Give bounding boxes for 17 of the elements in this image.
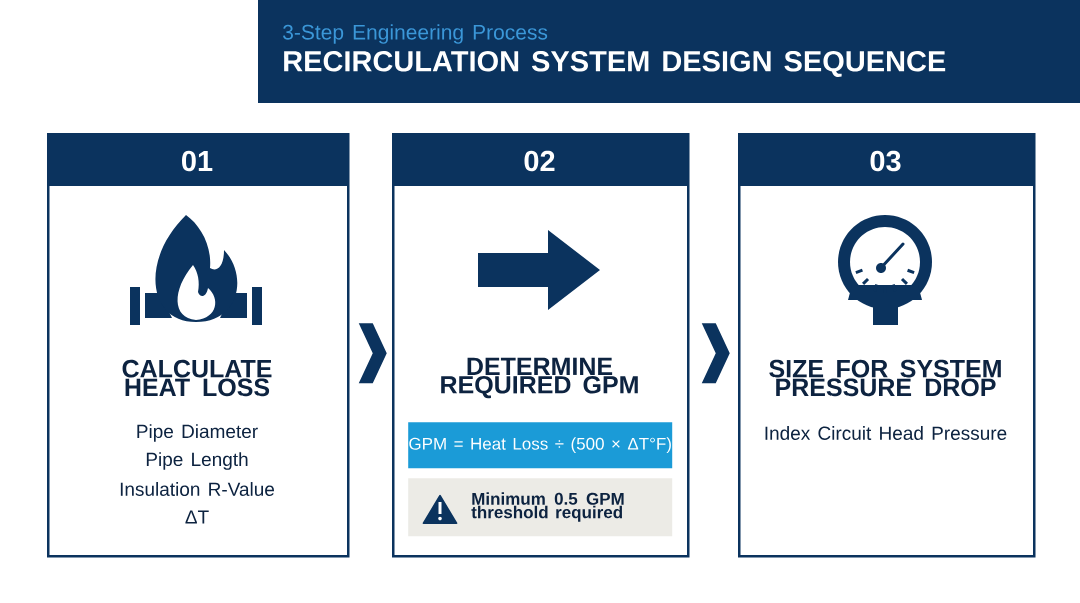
list-item: Index Circuit Head Pressure — [765, 426, 1007, 440]
title: RECIRCULATION SYSTEM DESIGN SEQUENCE — [284, 51, 946, 77]
chevron-arrow — [701, 323, 730, 384]
number-banner: 03 — [738, 133, 1033, 186]
warning-note: Minimum 0.5 GPM threshold required — [408, 478, 673, 537]
subtitle: 3-Step Engineering Process — [283, 24, 548, 44]
step-title: SIZE FOR SYSTEM PRESSURE DROP — [769, 359, 1001, 397]
list-item: ΔT — [185, 510, 209, 524]
number-banner: 02 — [392, 133, 687, 186]
number-banner: 01 — [47, 133, 347, 186]
formula-bar: GPM = Heat Loss ÷ (500 × ΔT°F) — [408, 422, 673, 469]
chevron-arrow — [358, 323, 387, 384]
list-item: Pipe Diameter — [137, 424, 258, 442]
step-title: CALCULATE HEAT LOSS — [122, 359, 272, 397]
step-title: DETERMINE REQUIRED GPM — [441, 357, 638, 399]
list-item: Insulation R-Value — [120, 482, 275, 496]
list-item: Pipe Length — [146, 452, 248, 470]
